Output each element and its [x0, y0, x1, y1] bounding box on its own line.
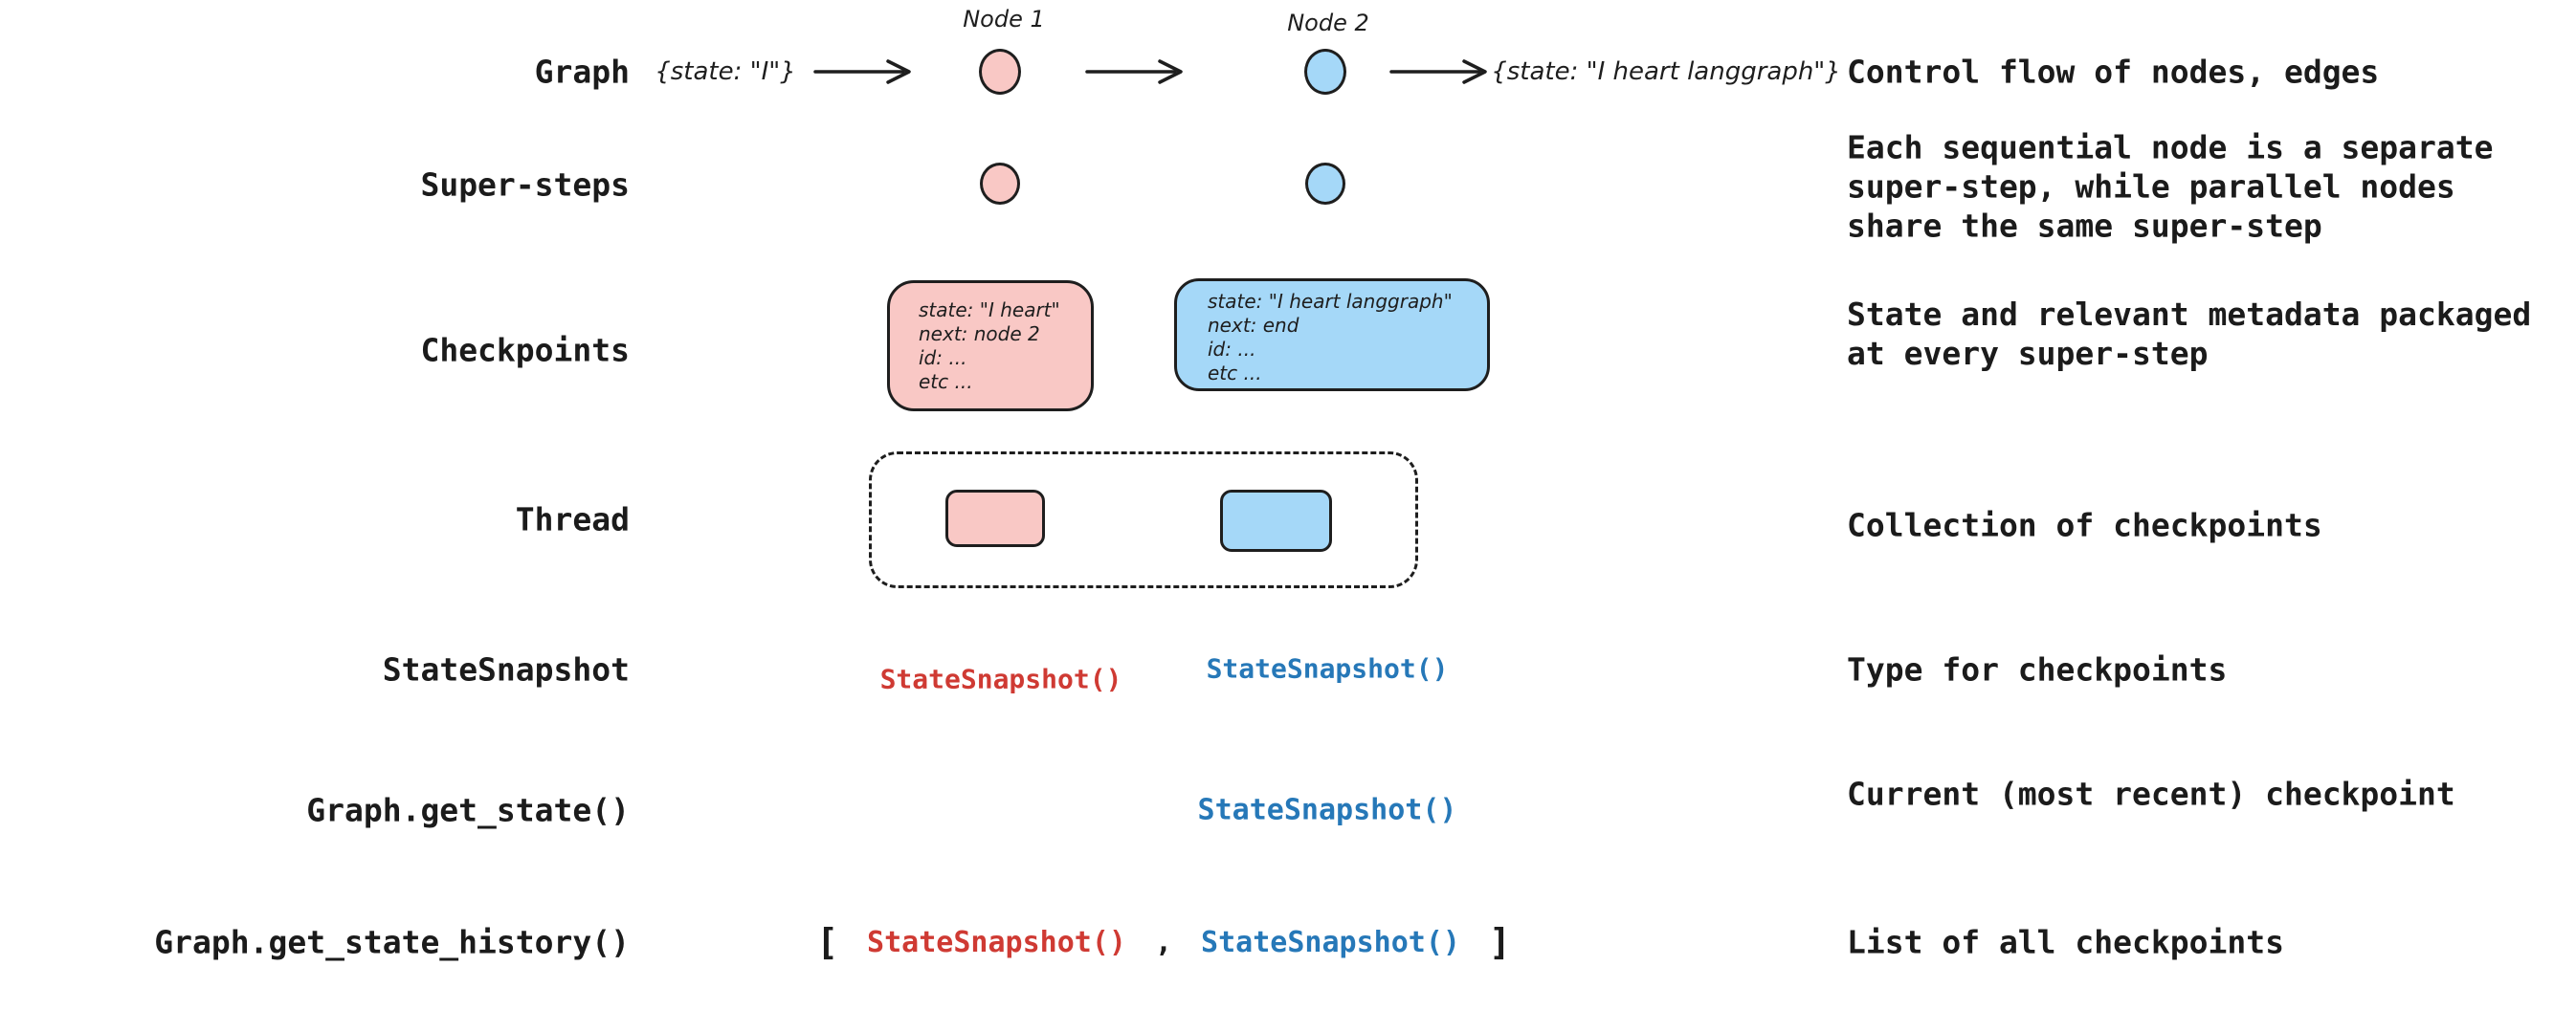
- checkpoint-box-node2: state: "I heart langgraph" next: end id:…: [1174, 278, 1490, 391]
- close-bracket: ]: [1488, 921, 1511, 963]
- checkpoint-box-node1: state: "I heart" next: node 2 id: ... et…: [887, 280, 1094, 411]
- output-state-text: {state: "I heart langgraph"}: [1491, 57, 1841, 86]
- checkpoint-line: id: ...: [1208, 338, 1256, 361]
- row-description-thread: Collection of checkpoints: [1847, 506, 2322, 544]
- row-label-super-steps: Super-steps: [420, 165, 630, 204]
- row-label-get-state: Graph.get_state(): [306, 791, 630, 829]
- row-label-thread: Thread: [515, 500, 630, 538]
- arrow-icon: [1389, 59, 1487, 84]
- arrow-icon: [813, 59, 911, 84]
- state-snapshot-blue: StateSnapshot(): [1201, 925, 1460, 959]
- node1-circle-graph-row: [979, 49, 1021, 95]
- node2-circle-supersteps-row: [1305, 163, 1345, 205]
- checkpoint-line: id: ...: [919, 346, 967, 369]
- checkpoint-line: etc ...: [1208, 362, 1262, 384]
- row-description-checkpoints: State and relevant metadata packaged at …: [1847, 296, 2532, 372]
- checkpoint-line: etc ...: [919, 370, 973, 393]
- thread-checkpoint-pink: [945, 490, 1045, 547]
- row-description-graph: Control flow of nodes, edges: [1847, 53, 2380, 91]
- node2-circle-graph-row: [1304, 49, 1346, 95]
- checkpoint-line: next: node 2: [919, 322, 1040, 345]
- checkpoint-line: state: "I heart langgraph": [1208, 290, 1453, 313]
- row-label-statesnapshot: StateSnapshot: [382, 650, 630, 689]
- state-snapshot-blue: StateSnapshot(): [1206, 652, 1449, 685]
- node2-title: Node 2: [1287, 10, 1369, 36]
- row-description-statesnapshot: Type for checkpoints: [1847, 650, 2228, 689]
- checkpoint-line: state: "I heart": [919, 298, 1060, 321]
- state-snapshot-current: StateSnapshot(): [1197, 793, 1457, 827]
- row-label-graph: Graph: [534, 53, 630, 91]
- checkpoint-line: next: end: [1208, 314, 1299, 337]
- node1-circle-supersteps-row: [980, 163, 1020, 205]
- thread-dashed-box: [869, 451, 1418, 588]
- open-bracket: [: [816, 921, 839, 963]
- comma-separator: ,: [1154, 925, 1173, 959]
- node1-title: Node 1: [963, 6, 1045, 33]
- row-label-get-state-history: Graph.get_state_history(): [154, 923, 630, 961]
- row-description-get-state: Current (most recent) checkpoint: [1847, 775, 2455, 813]
- input-state-text: {state: "I"}: [655, 57, 796, 86]
- row-description-get-state-history: List of all checkpoints: [1847, 923, 2284, 961]
- row-description-super-steps: Each sequential node is a separate super…: [1847, 128, 2494, 245]
- row-label-checkpoints: Checkpoints: [420, 331, 630, 369]
- state-snapshot-red: StateSnapshot(): [879, 663, 1122, 695]
- arrow-icon: [1085, 59, 1183, 84]
- state-snapshot-red: StateSnapshot(): [867, 925, 1126, 959]
- state-history-list: [ StateSnapshot() , StateSnapshot() ]: [816, 921, 1511, 963]
- thread-checkpoint-blue: [1220, 490, 1332, 552]
